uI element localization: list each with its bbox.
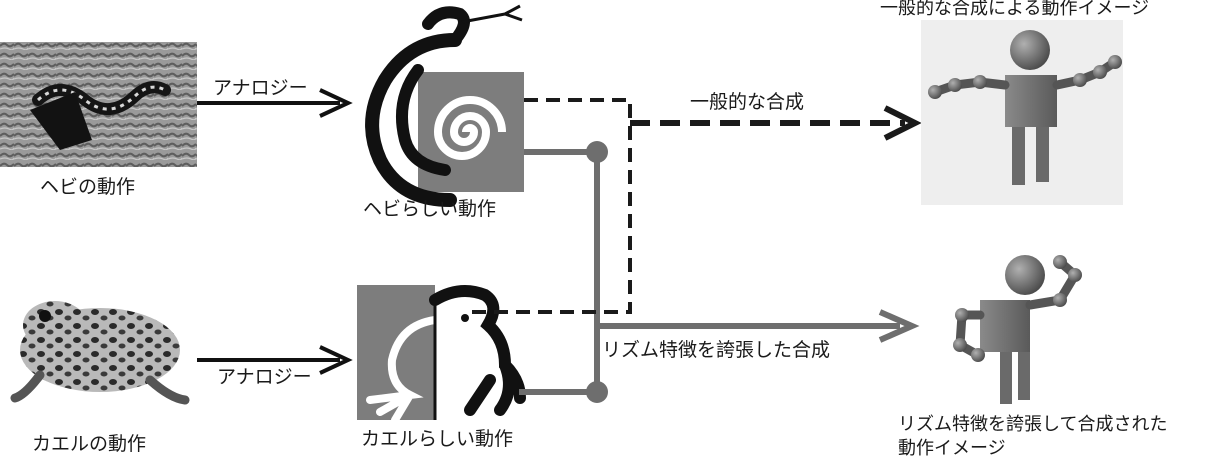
- general-synthesis-label: 一般的な合成: [690, 91, 804, 113]
- general-result-label: 一般的な合成による動作イメージ: [880, 0, 1149, 19]
- rhythm-result-label-line2: 動作イメージ: [898, 438, 1006, 457]
- analogy-label-top: アナロジー: [213, 77, 308, 99]
- analogy-label-bottom: アナロジー: [217, 366, 312, 388]
- snake-photo: [0, 42, 197, 167]
- snake-like-motion-label: ヘビらしい動作: [363, 198, 496, 220]
- general-connector: [465, 100, 915, 312]
- rhythm-result-robot: [953, 255, 1082, 404]
- frog-photo: [15, 301, 185, 400]
- frog-like-icon: [357, 285, 520, 420]
- rhythm-connector: [519, 141, 912, 403]
- rhythm-synthesis-label: リズム特徴を誇張した合成: [602, 339, 830, 361]
- rhythm-result-label-line1: リズム特徴を誇張して合成された: [898, 414, 1167, 435]
- frog-like-motion-label: カエルらしい動作: [361, 428, 513, 450]
- snake-motion-label: ヘビの動作: [40, 176, 135, 198]
- snake-like-icon: [372, 6, 524, 200]
- frog-motion-label: カエルの動作: [32, 433, 146, 455]
- general-result-robot: [921, 20, 1123, 205]
